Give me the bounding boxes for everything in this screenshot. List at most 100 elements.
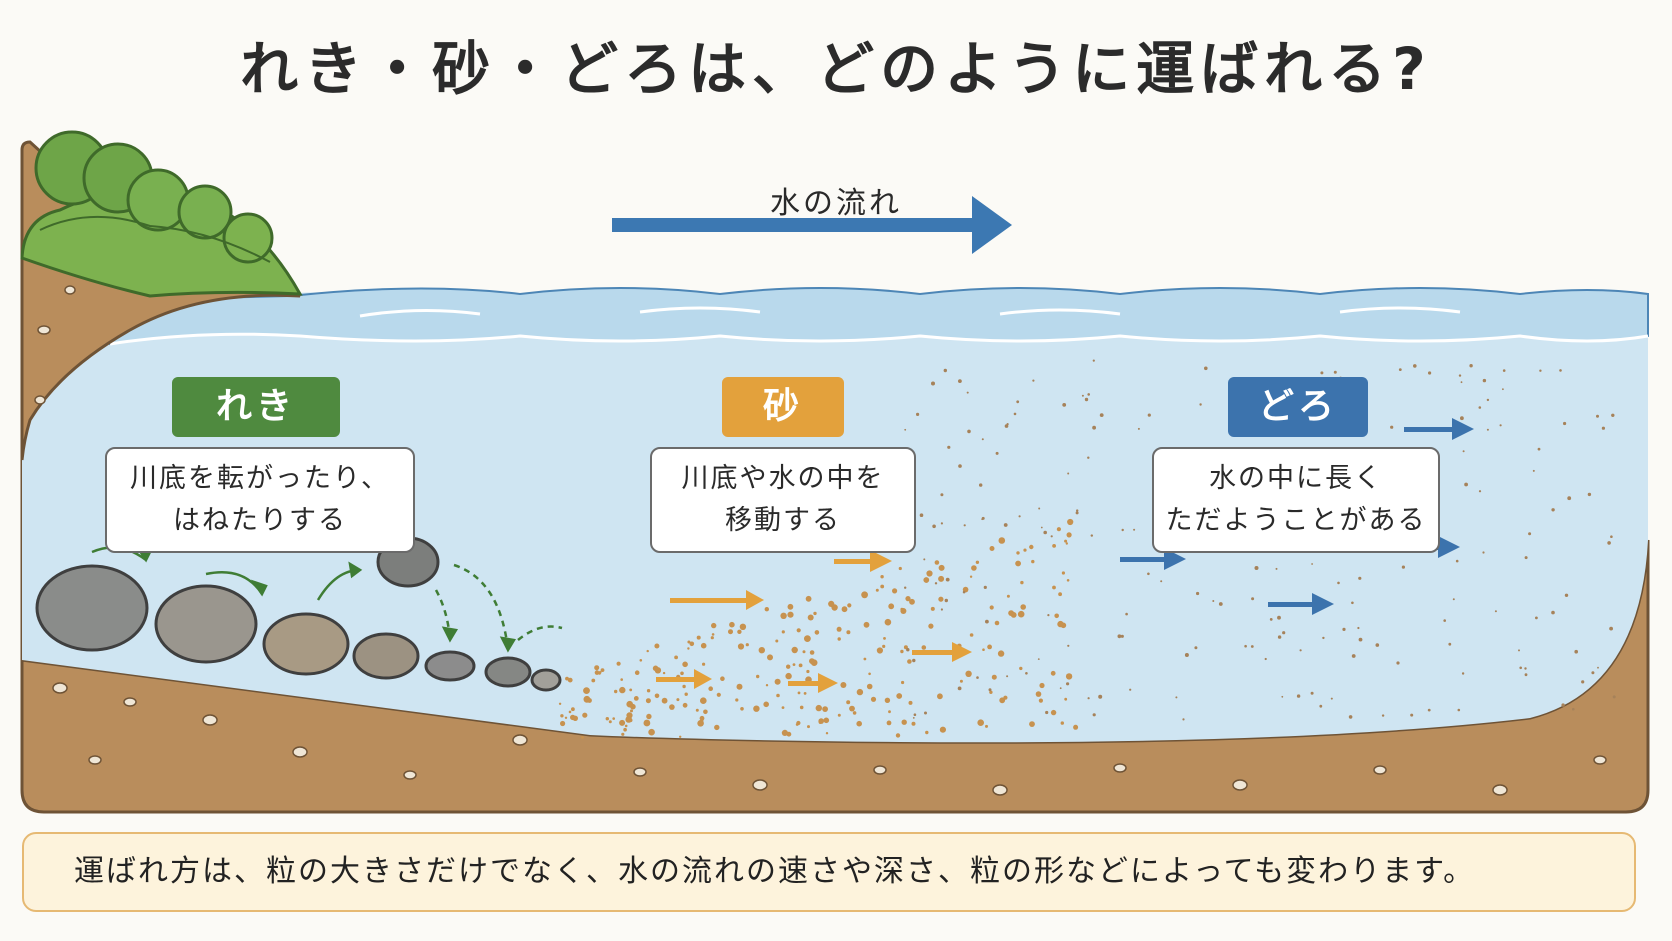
sand-grain [591, 678, 596, 683]
sand-grain [614, 689, 618, 694]
mud-particle [1462, 450, 1465, 453]
sand-grain [1065, 673, 1073, 680]
mud-particle [1455, 559, 1459, 563]
mud-particle [1581, 680, 1585, 684]
mud-particle [1519, 666, 1522, 670]
gravel-description: 川底を転がったり、 はねたりする [105, 447, 415, 553]
sand-grain [798, 663, 803, 668]
sand-grain [676, 698, 680, 702]
sand-grain [895, 733, 901, 738]
sand-grain [682, 702, 688, 708]
sand-grain [600, 668, 605, 672]
sand-grain [1073, 724, 1079, 730]
sand-grain [803, 692, 807, 695]
mud-particle [1250, 645, 1254, 648]
mud-particle [1358, 576, 1362, 580]
mud-particle [1524, 667, 1527, 670]
mud-particle [1597, 666, 1599, 669]
sand-grain [797, 691, 801, 695]
sand-grain [1015, 560, 1021, 567]
sand-grain [1061, 571, 1065, 575]
mud-particle [1129, 688, 1132, 691]
sand-grain [908, 700, 913, 705]
sand-grain [969, 575, 973, 578]
sand-grain [571, 707, 575, 712]
sand-grain [1064, 539, 1068, 543]
sand-grain [836, 626, 842, 632]
mud-particle [923, 558, 926, 561]
sand-grain [581, 735, 584, 739]
sand-grain [1029, 721, 1035, 727]
sand-grain [605, 717, 609, 721]
sand-grain [815, 704, 822, 712]
mud-particle [1099, 413, 1104, 417]
sand-grain [674, 655, 678, 660]
gravel-description-line1: 川底を転がったり、 [130, 463, 390, 494]
mud-particle [1381, 714, 1385, 717]
sand-grain [802, 650, 806, 654]
sand-grain [587, 698, 592, 703]
sand-grain [847, 603, 852, 608]
mud-particle [1401, 565, 1405, 569]
mud-particle [1076, 509, 1079, 512]
mud-particle [947, 445, 951, 449]
sand-grain [825, 732, 829, 735]
sand-grain [991, 674, 997, 680]
mud-particle [1087, 456, 1090, 459]
mud-particle [1486, 428, 1489, 431]
mud-particle [967, 429, 971, 434]
mud-particle [1351, 654, 1356, 658]
stone [424, 650, 476, 682]
sand-grain [1039, 682, 1045, 689]
sand-grain [625, 716, 632, 723]
sand-grain [787, 611, 794, 618]
sand-grain [634, 670, 640, 675]
mud-particle [995, 451, 999, 455]
mud-particle [1320, 371, 1324, 375]
sand-grain [620, 678, 623, 681]
sand-grain [781, 706, 785, 709]
sand-grain [621, 732, 625, 736]
sand-grain [923, 577, 930, 583]
mud-particle [1277, 635, 1282, 639]
mud-particle [1524, 673, 1528, 677]
mud-particle [1319, 704, 1323, 708]
sand-grain [856, 720, 862, 727]
mud-particle [1067, 644, 1070, 647]
mud-particle [1524, 556, 1528, 560]
sand-grain [814, 630, 820, 635]
sand-grain [682, 684, 686, 689]
sand-grain [884, 697, 891, 703]
sand-grain [880, 584, 885, 589]
sand-grain [799, 705, 804, 710]
sand-grain [720, 676, 725, 681]
sand-grain [669, 704, 675, 710]
mud-particle [981, 438, 984, 441]
sand-grain [868, 672, 871, 676]
mud-particle [1006, 675, 1009, 678]
mud-particle [1299, 649, 1302, 652]
sand-grain [582, 712, 588, 718]
sand-grain [870, 696, 877, 702]
mud-particle [1448, 642, 1452, 646]
sand-grain [987, 644, 992, 650]
sand-grain [629, 688, 633, 692]
mud-particle [976, 676, 979, 679]
mud-particle [1311, 563, 1313, 565]
sand-grain [896, 693, 903, 699]
mud-particle [1609, 626, 1613, 631]
mud-particle [1062, 403, 1067, 407]
sand-grain [861, 591, 868, 599]
sand-grain [560, 720, 566, 727]
mud-particle [1342, 627, 1346, 632]
mud-particle [1539, 369, 1542, 372]
gravel-tag: れき [172, 377, 340, 437]
stone [154, 584, 258, 664]
mud-particle [1117, 634, 1122, 639]
mud-particle [1296, 694, 1301, 698]
stone [530, 668, 562, 692]
mud-particle [912, 717, 915, 719]
sand-grain [925, 730, 929, 735]
mud-particle [1045, 710, 1049, 715]
mud-particle [1066, 682, 1070, 686]
